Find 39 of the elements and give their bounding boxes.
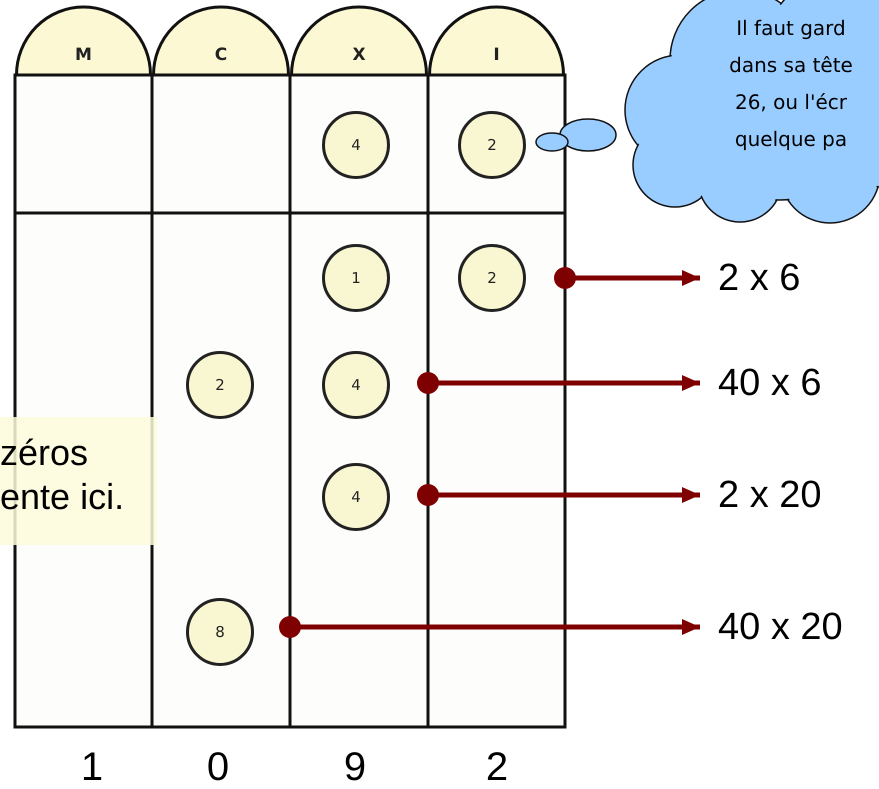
cloud-text: Il faut gard dans sa tête 26, ou l'écr quelque pa [728,15,854,153]
digit: 2 [215,376,225,394]
digit-circle [322,111,390,179]
column-letter: M [75,45,92,65]
column-letter: I [493,45,500,65]
digit-circle [322,463,390,531]
arrow [417,484,700,506]
digit-circle [458,244,526,312]
arrow [417,372,700,394]
note-box [0,417,157,545]
column-header [290,5,428,75]
digit: 4 [351,376,361,394]
digit: 4 [351,136,361,154]
product-label: 40 x 20 [718,603,843,651]
digit: 2 [487,269,497,287]
digit-circle [322,244,390,312]
column-header [152,5,290,75]
arrow [554,267,700,289]
digit-circle [186,598,254,666]
arrow [279,616,700,638]
column-letter: C [214,45,228,65]
digit: 1 [351,269,361,287]
digit-circle [458,111,526,179]
column-header [428,5,565,75]
result-digit: 9 [342,745,368,789]
digit: 4 [351,488,361,506]
note-text: zéros ente ici. [0,431,126,519]
product-label: 2 x 20 [718,471,822,519]
product-label: 2 x 6 [718,254,800,302]
product-label: 40 x 6 [718,359,822,407]
result-digit: 0 [206,745,230,789]
digit-circle [186,351,254,419]
digit: 8 [215,623,225,641]
result-digit: 1 [80,745,104,789]
column-letter: X [352,45,366,65]
result-digit: 2 [484,745,510,789]
digit-circle [322,351,390,419]
column-header [15,5,152,75]
digit: 2 [487,136,497,154]
